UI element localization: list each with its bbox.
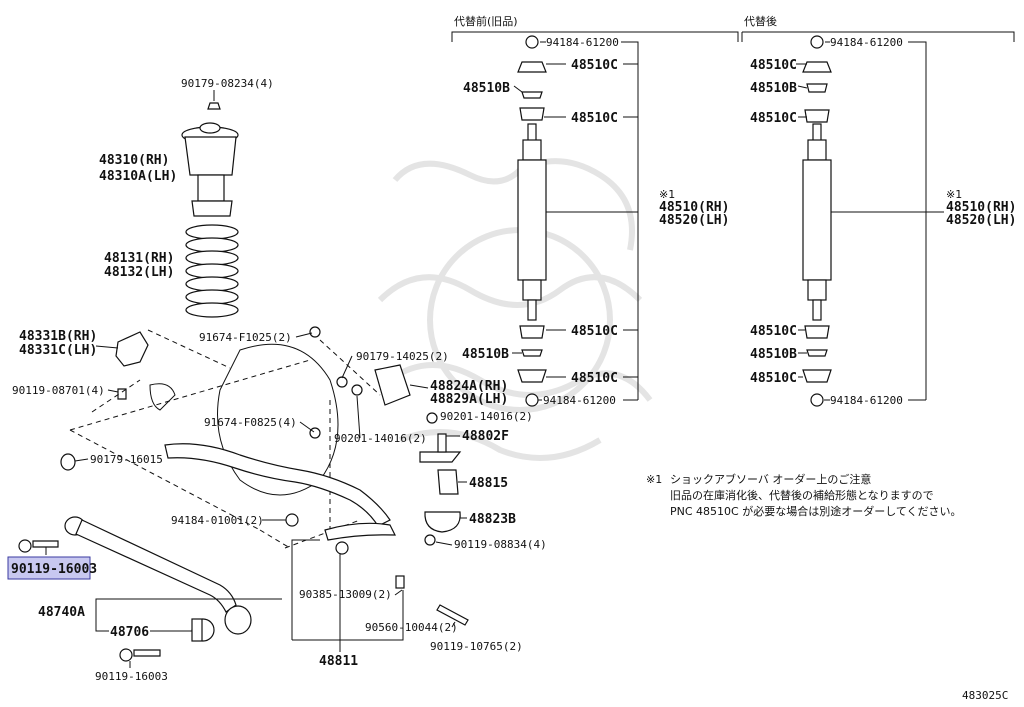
label-new-48510b-2[interactable]: 48510B <box>750 347 797 362</box>
label-new-note: ※1 <box>946 188 962 201</box>
label-old-48510c-4[interactable]: 48510C <box>571 371 618 386</box>
stabilizer-bar[interactable] <box>60 443 396 541</box>
label-90119-16003[interactable]: 90119-16003 <box>95 670 168 683</box>
label-new-48520-lh[interactable]: 48520(LH) <box>946 213 1016 228</box>
label-90179-08234[interactable]: 90179-08234(4) <box>181 77 274 90</box>
label-48811[interactable]: 48811 <box>319 654 358 669</box>
label-48802f[interactable]: 48802F <box>462 429 509 444</box>
label-new-48510c-4[interactable]: 48510C <box>750 371 797 386</box>
selected-part-highlight[interactable] <box>7 556 91 580</box>
label-48131-rh[interactable]: 48131(RH) <box>104 251 174 266</box>
label-90201-14016-b[interactable]: 90201-14016(2) <box>334 432 427 445</box>
small-hardware[interactable] <box>285 513 469 626</box>
label-new-48510-rh[interactable]: 48510(RH) <box>946 200 1016 215</box>
note-marker: ※1 <box>646 473 662 486</box>
label-new-94184-top[interactable]: 94184-61200 <box>830 36 903 49</box>
shock-absorber-old[interactable] <box>517 35 547 407</box>
coil-spring[interactable] <box>185 224 239 318</box>
label-old-48510c-2[interactable]: 48510C <box>571 111 618 126</box>
label-old-48510b-2[interactable]: 48510B <box>462 347 509 362</box>
label-90179-14025[interactable]: 90179-14025(2) <box>356 350 449 363</box>
label-90119-16003-highlighted[interactable]: 90119-16003 <box>11 562 97 577</box>
label-90179-16015[interactable]: 90179-16015 <box>90 453 163 466</box>
label-old-48510c-3[interactable]: 48510C <box>571 324 618 339</box>
label-90560-10044[interactable]: 90560-10044(2) <box>365 621 458 634</box>
upper-spring-seat[interactable] <box>181 90 239 217</box>
label-48132-lh[interactable]: 48132(LH) <box>104 265 174 280</box>
leader-lines-new <box>796 41 944 401</box>
lateral-control-rod[interactable] <box>64 516 252 635</box>
shock-absorber-new[interactable] <box>802 35 832 407</box>
label-new-48510c-2[interactable]: 48510C <box>750 111 797 126</box>
label-90201-14016-a[interactable]: 90201-14016(2) <box>440 410 533 423</box>
shock-bracket[interactable] <box>309 326 411 439</box>
note-line-1: ショックアブソーバ オーダー上のご注意 <box>670 472 871 486</box>
label-old-94184-top[interactable]: 94184-61200 <box>546 36 619 49</box>
label-new-48510c-1[interactable]: 48510C <box>750 58 797 73</box>
note-line-2: 旧品の在庫消化後、代替後の補給形態となりますので <box>670 488 934 502</box>
label-new-48510c-3[interactable]: 48510C <box>750 324 797 339</box>
label-old-note: ※1 <box>659 188 675 201</box>
label-48331c-lh[interactable]: 48331C(LH) <box>19 343 97 358</box>
label-90119-10765[interactable]: 90119-10765(2) <box>430 640 523 653</box>
label-94184-01001[interactable]: 94184-01001(2) <box>171 514 264 527</box>
label-old-48510b-1[interactable]: 48510B <box>463 81 510 96</box>
label-90119-08834[interactable]: 90119-08834(4) <box>454 538 547 551</box>
part-labels: 代替前(旧品) 代替後 90179-08234(4) 48310(RH) 483… <box>11 14 1016 702</box>
label-48310a-lh[interactable]: 48310A(LH) <box>99 169 177 184</box>
label-90385-13009[interactable]: 90385-13009(2) <box>299 588 392 601</box>
label-new-48510b-1[interactable]: 48510B <box>750 81 797 96</box>
label-90119-08701[interactable]: 90119-08701(4) <box>12 384 105 397</box>
label-48331b-rh[interactable]: 48331B(RH) <box>19 329 97 344</box>
label-48815[interactable]: 48815 <box>469 476 508 491</box>
label-48829a-lh[interactable]: 48829A(LH) <box>430 392 508 407</box>
label-48310-rh[interactable]: 48310(RH) <box>99 153 169 168</box>
label-48823b[interactable]: 48823B <box>469 512 516 527</box>
label-91674-f0825[interactable]: 91674-F0825(4) <box>204 416 297 429</box>
bracket-new <box>741 31 1015 42</box>
bolt-90119-16003[interactable] <box>18 539 161 662</box>
stabilizer-link[interactable] <box>419 412 462 546</box>
label-old-48510-rh[interactable]: 48510(RH) <box>659 200 729 215</box>
label-new-94184-bottom[interactable]: 94184-61200 <box>830 394 903 407</box>
figure-id: 483025C <box>962 689 1008 702</box>
leader-lines-left <box>45 332 467 668</box>
bushing-48706[interactable] <box>191 618 215 642</box>
label-48824a-rh[interactable]: 48824A(RH) <box>430 379 508 394</box>
note-line-3: PNC 48510C が必要な場合は別途オーダーしてください。 <box>670 504 962 518</box>
leader-lines-old <box>512 41 639 401</box>
header-after: 代替後 <box>744 14 777 28</box>
label-48740a[interactable]: 48740A <box>38 605 85 620</box>
label-48706[interactable]: 48706 <box>110 625 149 640</box>
header-before: 代替前(旧品) <box>454 14 518 28</box>
bump-stopper[interactable] <box>115 331 149 400</box>
label-old-48520-lh[interactable]: 48520(LH) <box>659 213 729 228</box>
bracket-old <box>451 31 739 42</box>
label-91674-f1025[interactable]: 91674-F1025(2) <box>199 331 292 344</box>
label-old-48510c-1[interactable]: 48510C <box>571 58 618 73</box>
label-old-94184-bottom[interactable]: 94184-61200 <box>543 394 616 407</box>
